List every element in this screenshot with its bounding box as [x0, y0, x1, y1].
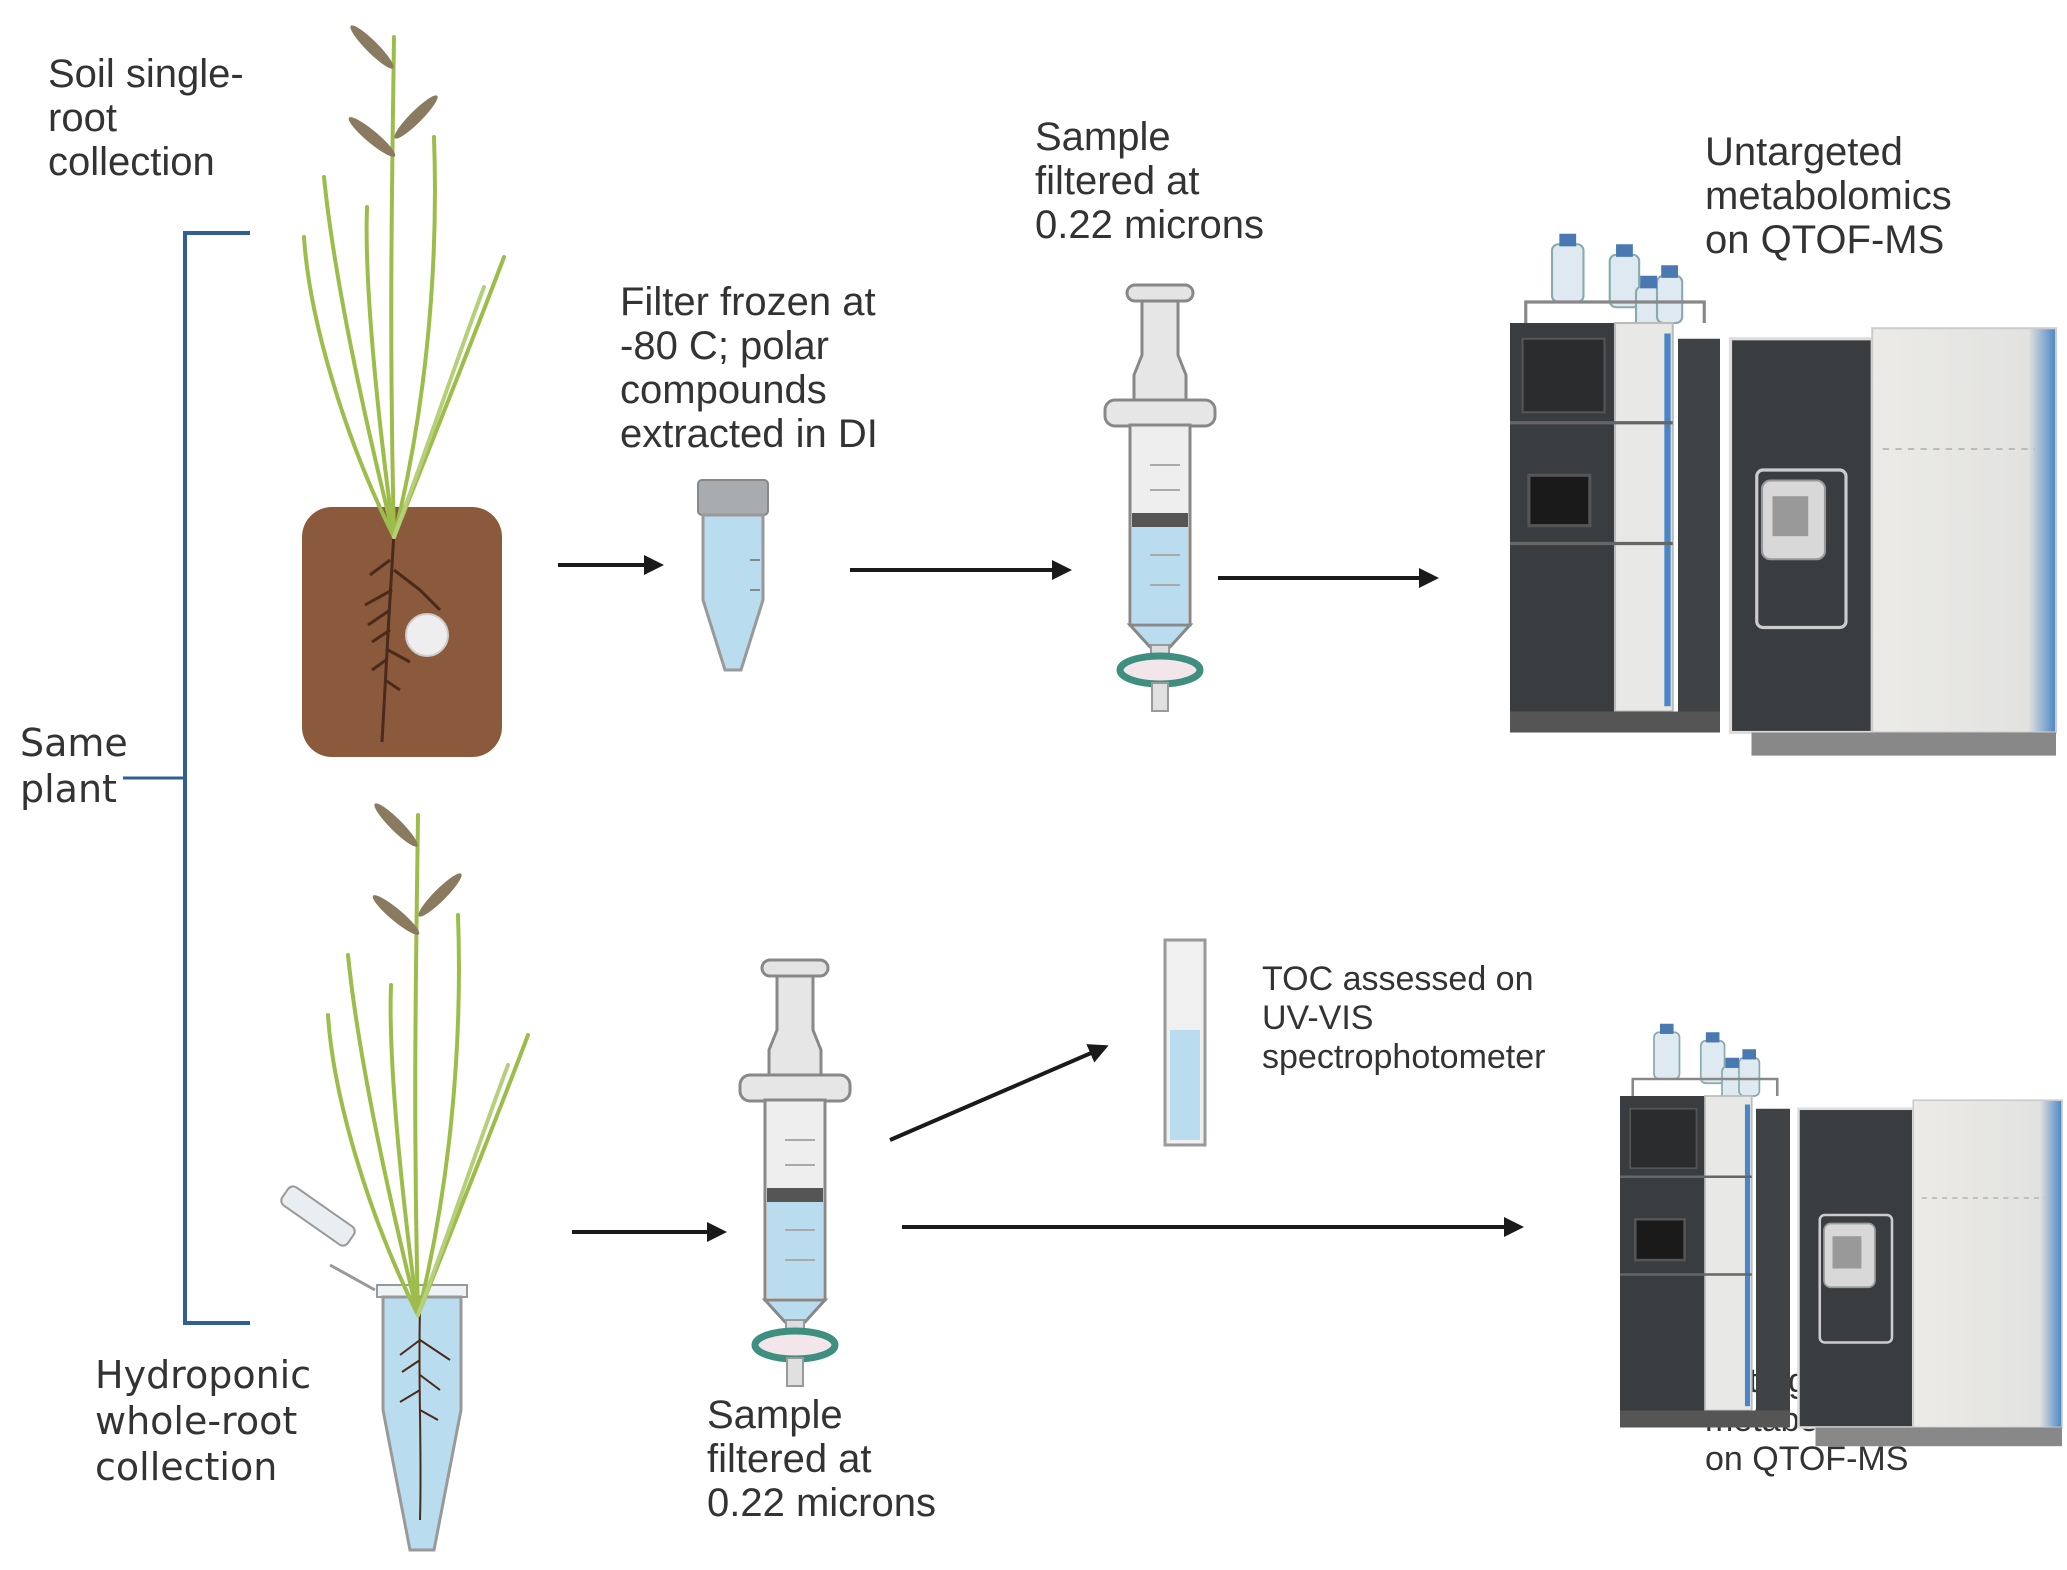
grass-plant-top — [302, 19, 506, 539]
grass-plant-bottom — [326, 797, 530, 1317]
top-filtered-label: Sample filtered at 0.22 microns — [1035, 115, 1264, 247]
syringe-filter-top — [1105, 285, 1215, 711]
same-plant-label: Same plant — [20, 721, 128, 811]
arrow-syringe-to-cuvette — [889, 1044, 1109, 1142]
lc-qtof-ms-instrument-top — [1508, 232, 2058, 758]
hydroponic-collection-label: Hydroponic whole-root collection — [95, 1353, 312, 1489]
lc-qtof-ms-instrument-bottom — [1618, 1022, 2064, 1448]
syringe-filter-bottom — [740, 960, 850, 1386]
same-plant-bracket — [123, 231, 250, 1325]
hydroponic-tube — [280, 1185, 468, 1552]
cuvette — [1163, 938, 1207, 1147]
soil-block — [302, 507, 502, 757]
toc-label: TOC assessed on UV-VIS spectrophotometer — [1262, 960, 1546, 1076]
filter-frozen-label: Filter frozen at -80 C; polar compounds … — [620, 280, 878, 456]
falcon-tube — [697, 479, 769, 672]
bottom-filtered-label: Sample filtered at 0.22 microns — [707, 1393, 936, 1525]
soil-collection-label: Soil single- root collection — [48, 52, 244, 184]
top-qtof-label: Untargeted metabolomics on QTOF-MS — [1705, 130, 1952, 262]
